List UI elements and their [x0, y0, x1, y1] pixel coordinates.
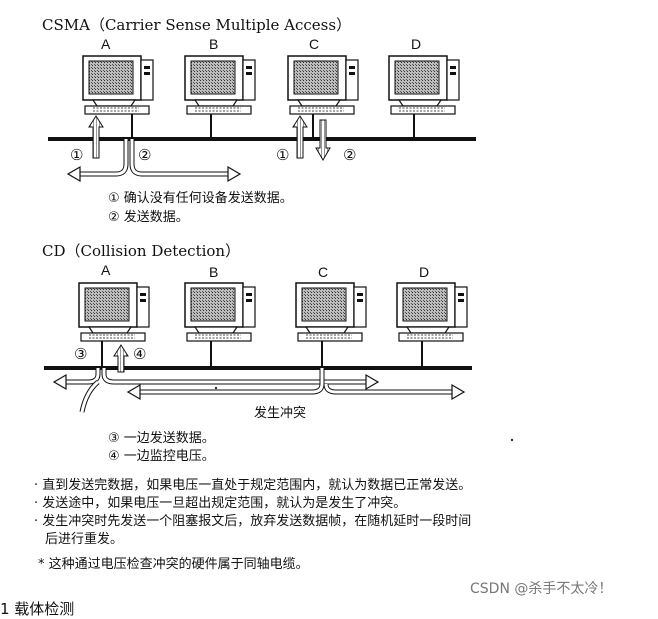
cd-title: CD（Collision Detection）: [42, 242, 241, 260]
csdn-watermark: CSDN @杀手不太冷！: [470, 581, 613, 597]
cd-signal-arrowhead-left-c: [126, 383, 141, 401]
csma-computer-a: [82, 55, 154, 115]
cd-legend-3: ③ 一边发送数据。: [108, 431, 215, 446]
csma-send-signal-a: [78, 139, 129, 177]
cd-node-label-a: A: [101, 262, 111, 278]
csma-marker-2-c: ②: [343, 146, 357, 164]
csma-node-label-d: D: [411, 36, 422, 52]
csma-node-label-c: C: [309, 36, 320, 52]
csma-computer-b: [184, 55, 256, 115]
csma-legend-2: ② 发送数据。: [108, 210, 189, 225]
csma-diagram: [48, 55, 476, 183]
csma-send-arrowhead-left: [66, 165, 81, 183]
cd-computer-a: [78, 282, 150, 342]
csma-marker-1-c: ①: [276, 146, 290, 164]
cd-computer-b: [184, 282, 256, 342]
cd-node-label-c: C: [318, 264, 329, 280]
note-line-2: · 发送途中，如果电压一旦超出规定范围，就认为是发生了冲突。: [34, 496, 407, 511]
csma-node-label-b: B: [209, 36, 219, 52]
cd-node-label-d: D: [419, 264, 430, 280]
note-line-4: 后进行重发。: [45, 532, 124, 547]
cd-marker-4: ④: [133, 345, 147, 363]
cd-node-label-b: B: [209, 264, 219, 280]
csma-sense-arrow-c: [292, 115, 308, 159]
cd-monitor-arrow-a: [113, 344, 129, 373]
csma-send-arrowhead-right: [227, 165, 242, 183]
footnote: * 这种通过电压检查冲突的硬件属于同轴电缆。: [38, 557, 309, 572]
cd-signal-arrowhead-left-a: [52, 373, 67, 391]
cd-computer-c: [295, 282, 367, 342]
csma-node-label-a: A: [101, 36, 111, 52]
csma-title: CSMA（Carrier Sense Multiple Access）: [42, 16, 352, 34]
cd-diagram: [44, 282, 472, 413]
csma-marker-2-a: ②: [138, 146, 152, 164]
cd-legend-4: ④ 一边监控电压。: [108, 449, 215, 464]
csma-sense-arrow-a: [88, 115, 104, 159]
csma-send-arrow-c: [315, 119, 331, 161]
bottom-partial-heading: 1 载体检测: [0, 600, 75, 618]
cd-signal-arrowhead-right-c: [451, 383, 466, 401]
csma-legend-1: ① 确认没有任何设备发送数据。: [108, 191, 293, 206]
note-line-3: · 发生冲突时先发送一个阻塞报文后，放弃发送数据帧，在随机延时一段时间: [34, 514, 472, 529]
cd-computer-d: [396, 282, 468, 342]
note-line-1: · 直到发送完数据，如果电压一直处于规定范围内，就认为数据已正常发送。: [34, 478, 472, 493]
cd-signal-arrowhead-right-a: [365, 373, 380, 391]
csma-marker-1-a: ①: [70, 146, 84, 164]
csma-computer-d: [388, 55, 460, 115]
cd-marker-3: ③: [74, 345, 88, 363]
csma-computer-c: [287, 55, 359, 115]
collision-label: 发生冲突: [254, 406, 307, 421]
